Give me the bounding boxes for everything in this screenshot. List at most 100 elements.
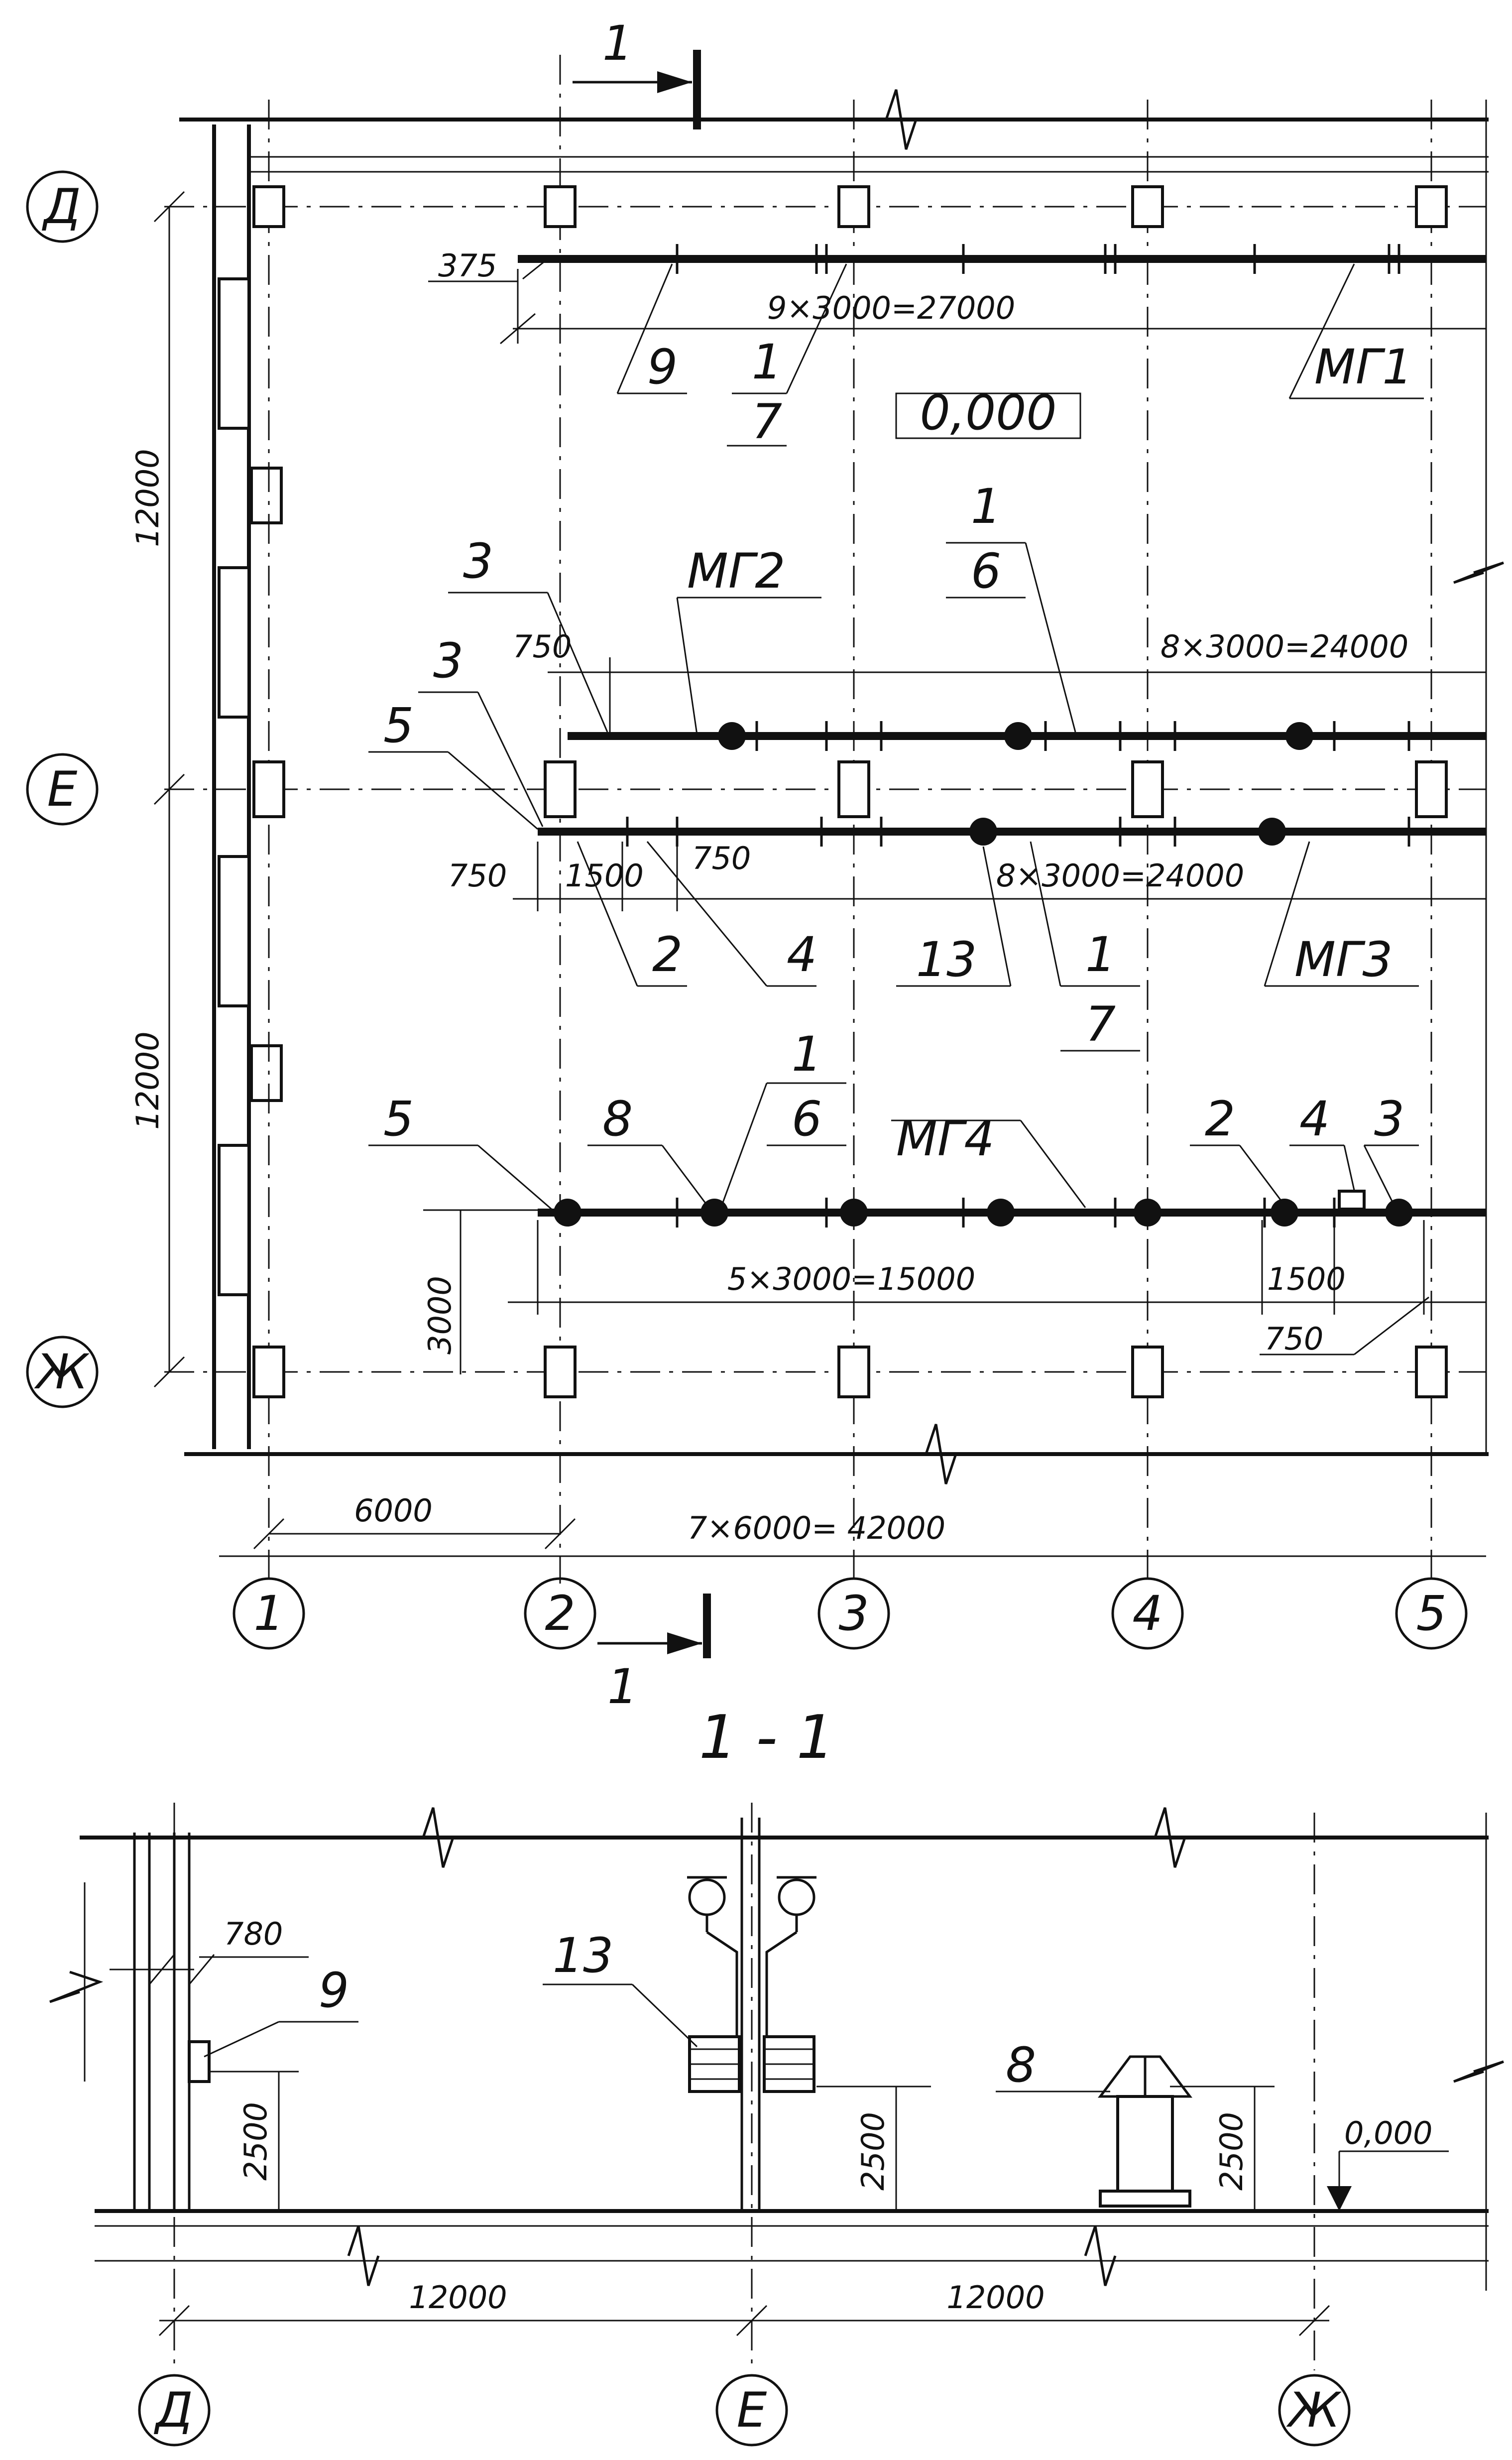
axis-number: 2 [545, 1586, 575, 1641]
lamp-brackets [706, 1931, 798, 2037]
mg3-label: МГ3 [1294, 932, 1393, 987]
window-panel-1 [218, 277, 250, 430]
column [1415, 1346, 1448, 1398]
callout-13a: 13 [916, 932, 977, 987]
axis-number: 4 [1132, 1586, 1163, 1641]
mg3-offset-left: 750 [448, 858, 507, 894]
section-level-mark: 0,000 [1327, 2115, 1449, 2211]
column [1131, 760, 1164, 818]
axis-bubble-Д: Д [26, 170, 99, 243]
column [1131, 185, 1164, 228]
callout-1c: 1 [1085, 927, 1116, 983]
section-level-text: 0,000 [1344, 2115, 1433, 2151]
callout-2a: 2 [652, 927, 683, 983]
column [837, 760, 870, 818]
mg4-label: МГ4 [896, 1111, 994, 1167]
mg2-label: МГ2 [687, 543, 785, 599]
mg4-edge-dim: 3000 [422, 1276, 458, 1354]
column [1415, 760, 1448, 818]
axis-number: 5 [1416, 1586, 1446, 1641]
callout-3c: 3 [1374, 1091, 1404, 1147]
columns [252, 185, 1448, 1398]
mg3-offset-right: 750 [692, 840, 751, 876]
mg2-span-dim: 8×3000=24000 [1161, 628, 1408, 665]
bay-dimensions: 12000 12000 6000 7×6000= 42000 [129, 191, 1486, 1557]
lamp-left-icon [687, 1876, 727, 1932]
wall-column-mid2 [250, 1044, 283, 1102]
break-mark [1154, 1807, 1186, 1868]
mg3-gap-dim: 1500 [565, 858, 644, 894]
column [837, 185, 870, 228]
section-height-dim-2: 2500 [855, 2112, 891, 2191]
section-axis-bubble-Е: Е [715, 2374, 788, 2447]
section-axis-letter: Е [737, 2382, 767, 2438]
break-mark-right [1453, 561, 1504, 584]
axis-bubble-5: 5 [1395, 1577, 1468, 1650]
mg4-span-dim: 5×3000=15000 [727, 1261, 975, 1297]
section-span-dim-2: 12000 [946, 2279, 1045, 2316]
window-panel-2 [218, 566, 250, 719]
callout-9: 9 [647, 339, 678, 395]
callout-3a: 3 [463, 533, 493, 589]
axis-letter: Д [42, 179, 81, 235]
section-axis-letter: Д [154, 2382, 193, 2438]
plan-level-mark: 0,000 [895, 385, 1081, 441]
section-axis-bubble-Ж: Ж [1278, 2374, 1351, 2447]
mg1-span-dim: 9×3000=27000 [767, 290, 1015, 326]
bay-dim-y2: 12000 [129, 1031, 166, 1129]
rail-mg1: 9×3000=27000 375 МГ1 [428, 244, 1486, 399]
axis-bubble-3: 3 [817, 1577, 890, 1650]
column [1131, 1346, 1164, 1398]
callout-4a: 4 [787, 927, 817, 983]
section-marker-top: 1 [573, 15, 701, 129]
mg1-offset-dim: 375 [438, 247, 497, 284]
mg4-offset-dim: 750 [1265, 1321, 1323, 1357]
column [252, 1346, 285, 1398]
window-panel-3 [218, 855, 250, 1007]
stand-8 [1098, 2055, 1192, 2208]
column [1415, 185, 1448, 228]
break-mark [49, 1970, 104, 2003]
plan-view: Д Е Ж 1 2 3 4 5 [26, 15, 1504, 1715]
wall-column-mid1 [250, 467, 283, 524]
axis-letter: Ж [34, 1344, 90, 1400]
callout-5a: 5 [383, 698, 414, 753]
column [544, 185, 577, 228]
break-mark [1084, 2225, 1117, 2286]
axis-bubble-Е: Е [26, 753, 99, 826]
section-axis-letter: Ж [1286, 2382, 1342, 2438]
total-length-dim: 7×6000= 42000 [688, 1510, 945, 1546]
callout-2b: 2 [1205, 1091, 1235, 1147]
column [544, 1346, 577, 1398]
bay-dim-y1: 12000 [129, 449, 166, 547]
section-height-dim-3: 2500 [1213, 2112, 1250, 2191]
section-span-dim-1: 12000 [409, 2279, 507, 2316]
section-callout-13: 13 [553, 1928, 613, 1983]
mg4-gap-dim: 1500 [1267, 1261, 1346, 1297]
callout-3b: 3 [433, 633, 464, 689]
column [252, 185, 285, 228]
column [837, 1346, 870, 1398]
axis-bubble-Ж: Ж [26, 1336, 99, 1408]
column [544, 760, 577, 818]
callout-6a: 6 [971, 543, 1001, 599]
first-bay-dim: 6000 [354, 1492, 433, 1529]
axis-letter: Е [47, 761, 78, 817]
section-view: 1 - 1 [49, 1703, 1504, 2447]
section-title: 1 - 1 [699, 1703, 834, 1772]
break-mark [422, 1807, 455, 1868]
callout-1d: 1 [792, 1026, 822, 1082]
break-mark [1453, 2060, 1504, 2083]
mg3-span-dim: 8×3000=24000 [996, 858, 1244, 894]
break-mark [347, 2225, 380, 2286]
axis-bubble-4: 4 [1111, 1577, 1184, 1650]
lamp-right-icon [777, 1876, 816, 1932]
section-offset-dim: 780 [224, 1916, 283, 1952]
section-marker-bottom: 1 [597, 1594, 711, 1715]
mg1-label: МГ1 [1314, 339, 1412, 395]
callout-5b: 5 [383, 1091, 414, 1147]
break-mark-top [885, 89, 918, 150]
section-axis-bubble-Д: Д [138, 2374, 211, 2447]
callout-7a: 7 [752, 394, 782, 450]
